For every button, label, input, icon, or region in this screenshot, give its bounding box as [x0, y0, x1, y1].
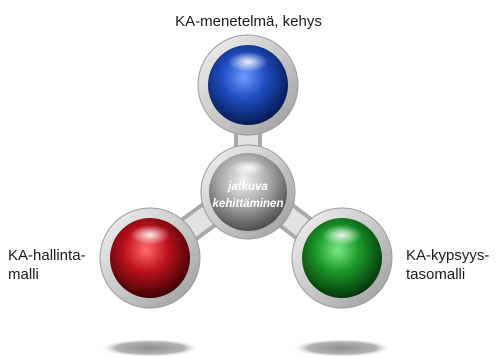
- left-node-label: KA-hallinta- malli: [8, 246, 86, 284]
- right-node-sphere: [302, 218, 382, 298]
- left-node-label-line1: KA-hallinta-: [8, 247, 86, 264]
- left-node-label-line2: malli: [8, 266, 39, 283]
- top-node: [197, 34, 299, 136]
- hub-sphere: [209, 153, 287, 231]
- left-node: [99, 207, 201, 309]
- right-node-label: KA-kypsyys- tasomalli: [406, 246, 489, 284]
- right-ground-shadow: [292, 339, 392, 357]
- right-node-label-line1: KA-kypsyys-: [406, 247, 490, 264]
- hub-node: jatkuva kehittäminen: [200, 144, 296, 240]
- left-node-sphere: [110, 218, 190, 298]
- left-ground-shadow: [100, 339, 200, 357]
- right-node: [291, 207, 393, 309]
- hub-label-line2: kehittäminen: [213, 198, 284, 210]
- top-node-label: KA-menetelmä, kehys: [175, 13, 322, 30]
- hub-label-line1: jatkuva: [226, 181, 268, 193]
- right-node-label-line2: tasomalli: [406, 266, 466, 283]
- top-node-sphere: [208, 45, 288, 125]
